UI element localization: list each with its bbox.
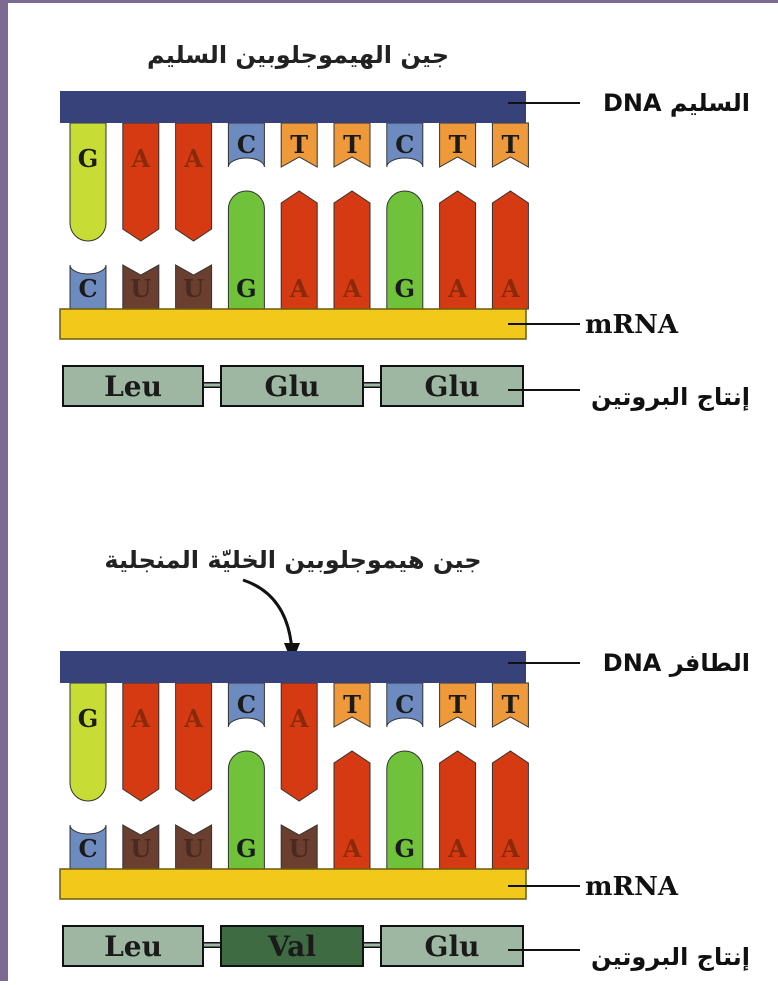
normal-protein-label: إنتاج البروتين xyxy=(591,383,750,411)
normal-dna-base-7 xyxy=(386,122,424,168)
hemoglobin-gene-diagram: جين الهيموجلوبين السليم G C A U A U C G T A T A C G T A… xyxy=(59,41,750,971)
normal-mrna-base-9-letter: A xyxy=(500,274,520,303)
mutant-dna-base-1 xyxy=(69,682,107,802)
normal-amino-acid-2: Glu xyxy=(265,370,320,403)
normal-dna-label: DNA السليم xyxy=(603,89,750,117)
mutant-amino-acid-2-box xyxy=(220,925,364,967)
mutation-pointer-arrow xyxy=(242,578,294,652)
normal-dna-base-5-letter: T xyxy=(290,130,308,159)
mutant-mrna-base-1-letter: C xyxy=(78,834,97,863)
normal-mrna-base-1 xyxy=(69,264,107,310)
mutant-mrna-base-6-letter: A xyxy=(342,834,362,863)
normal-dna-base-8-letter: T xyxy=(449,130,467,159)
normal-mrna-base-3-letter: U xyxy=(183,274,204,303)
normal-amino-acid-1: Leu xyxy=(104,370,162,403)
normal-dna-strand xyxy=(60,91,526,123)
mutant-dna-base-5 xyxy=(280,682,318,802)
normal-dna-base-1 xyxy=(69,122,107,242)
mutant-mrna-base-3-letter: U xyxy=(183,834,204,863)
normal-dna-base-3 xyxy=(175,122,213,242)
normal-mrna-base-2-letter: U xyxy=(130,274,151,303)
mutant-amino-acid-1: Leu xyxy=(104,930,162,963)
mutant-dna-base-6-letter: T xyxy=(343,690,361,719)
normal-mrna-base-7 xyxy=(386,190,424,310)
mutant-dna-label: DNA الطافر xyxy=(603,649,750,677)
mutant-base-pairs: G C A U A U C G A U T A C G T A T A xyxy=(69,682,529,870)
normal-dna-base-4-letter: C xyxy=(237,130,256,159)
mutant-dna-base-2-letter: A xyxy=(130,704,150,733)
normal-dna-base-6-letter: T xyxy=(343,130,361,159)
mutant-title: جين هيموجلوبين الخليّة المنجلية xyxy=(104,546,481,574)
mutant-dna-base-8-letter: T xyxy=(449,690,467,719)
mutant-amino-acid-2: Val xyxy=(267,930,316,963)
normal-amino-acid-1-box xyxy=(62,365,204,407)
normal-mrna-base-1-letter: C xyxy=(78,274,97,303)
normal-mrna-label: mRNA xyxy=(585,310,679,340)
normal-base-pairs: G C A U A U C G T A T A C G T A T A xyxy=(69,122,529,310)
mutant-dna-base-4 xyxy=(227,682,265,728)
mutant-dna-base-4-letter: C xyxy=(237,690,256,719)
normal-dna-base-4 xyxy=(227,122,265,168)
mutant-dna-base-3 xyxy=(175,682,213,802)
normal-dna-base-7-letter: C xyxy=(395,130,414,159)
normal-mrna-base-7-letter: G xyxy=(395,274,416,303)
mutant-amino-acid-3-box xyxy=(380,925,524,967)
mutant-mrna-base-7-letter: G xyxy=(395,834,416,863)
mutant-protein-label: إنتاج البروتين xyxy=(591,943,750,971)
normal-dna-base-9-letter: T xyxy=(501,130,519,159)
normal-amino-acid-3-box xyxy=(380,365,524,407)
normal-dna-base-2 xyxy=(122,122,160,242)
mutant-dna-base-5-letter: A xyxy=(289,704,309,733)
mutant-dna-base-3-letter: A xyxy=(183,704,203,733)
normal-panel: جين الهيموجلوبين السليم G C A U A U C G T A T A C G T A… xyxy=(59,41,750,411)
normal-title: جين الهيموجلوبين السليم xyxy=(147,41,449,69)
normal-mrna-base-8-letter: A xyxy=(447,274,467,303)
mutant-amino-acid-3: Glu xyxy=(425,930,480,963)
mutant-mrna-base-2-letter: U xyxy=(130,834,151,863)
mutant-amino-acid-1-box xyxy=(62,925,204,967)
mutant-mrna-base-9-letter: A xyxy=(500,834,520,863)
normal-dna-base-2-letter: A xyxy=(130,144,150,173)
mutant-mrna-strand xyxy=(59,868,527,900)
normal-dna-base-3-letter: A xyxy=(183,144,203,173)
mutant-mrna-base-4 xyxy=(227,750,265,870)
mutant-panel: جين هيموجلوبين الخليّة المنجلية GCAUAUCG… xyxy=(59,546,750,971)
mutant-mrna-label: mRNA xyxy=(585,872,679,902)
mutant-mrna-base-1 xyxy=(69,824,107,870)
mutant-dna-base-1-letter: G xyxy=(78,704,99,733)
normal-mrna-base-5-letter: A xyxy=(289,274,309,303)
mutant-dna-base-2 xyxy=(122,682,160,802)
normal-mrna-strand xyxy=(59,308,527,340)
mutant-dna-strand xyxy=(60,651,526,683)
normal-mrna-base-6-letter: A xyxy=(342,274,362,303)
normal-amino-acid-2-box xyxy=(220,365,364,407)
mutant-mrna-base-5-letter: U xyxy=(289,834,310,863)
normal-mrna-base-4-letter: G xyxy=(236,274,257,303)
mutant-mrna-base-4-letter: G xyxy=(236,834,257,863)
mutant-mrna-base-7 xyxy=(386,750,424,870)
mutant-dna-base-9-letter: T xyxy=(501,690,519,719)
normal-amino-acid-3: Glu xyxy=(425,370,480,403)
normal-mrna-base-4 xyxy=(227,190,265,310)
mutant-dna-base-7-letter: C xyxy=(395,690,414,719)
mutant-dna-base-7 xyxy=(386,682,424,728)
mutant-mrna-base-8-letter: A xyxy=(447,834,467,863)
normal-dna-base-1-letter: G xyxy=(78,144,99,173)
